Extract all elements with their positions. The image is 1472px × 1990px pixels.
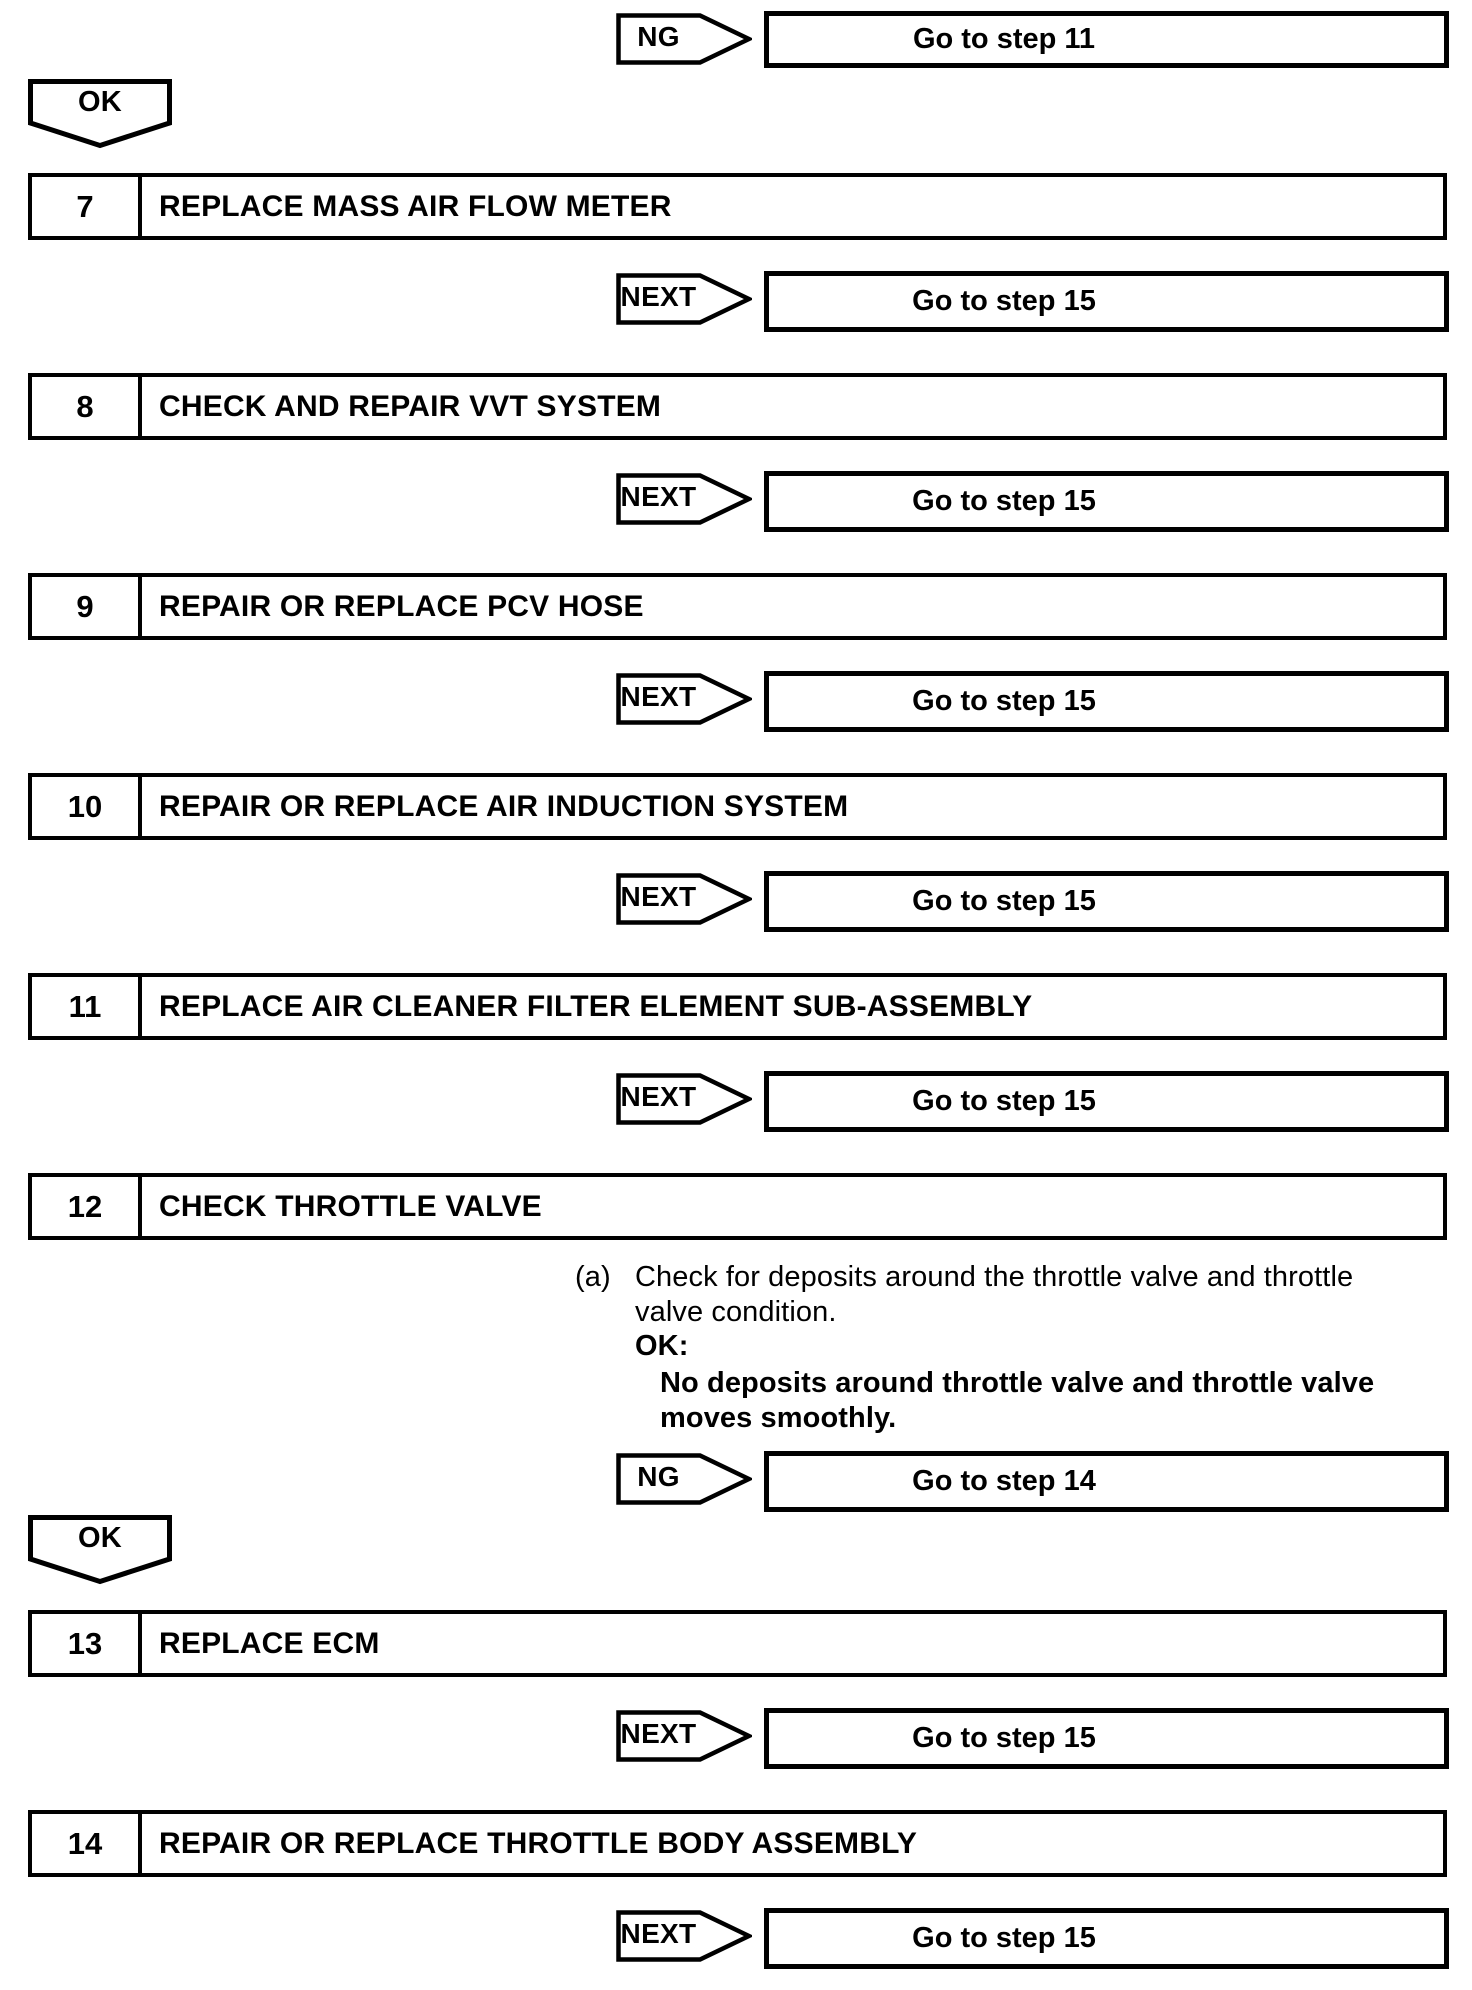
step-number: 12: [32, 1177, 142, 1236]
step-row: 10 REPAIR OR REPLACE AIR INDUCTION SYSTE…: [28, 773, 1447, 840]
goto-step-box: Go to step 14: [764, 1451, 1449, 1512]
next-arrow-pentagon-icon: [616, 1073, 752, 1125]
step-title: REPAIR OR REPLACE AIR INDUCTION SYSTEM: [159, 789, 849, 823]
step-row: 13 REPLACE ECM: [28, 1610, 1447, 1677]
step-row: 14 REPAIR OR REPLACE THROTTLE BODY ASSEM…: [28, 1810, 1447, 1877]
step-title: CHECK AND REPAIR VVT SYSTEM: [159, 389, 662, 423]
step-row: 7 REPLACE MASS AIR FLOW METER: [28, 173, 1447, 240]
goto-step-box: Go to step 15: [764, 471, 1449, 532]
next-connector-label: NEXT: [620, 1081, 697, 1112]
step-row: 8 CHECK AND REPAIR VVT SYSTEM: [28, 373, 1447, 440]
goto-step-box: Go to step 11: [764, 11, 1449, 68]
step-number: 8: [32, 377, 142, 436]
step-row: 12 CHECK THROTTLE VALVE: [28, 1173, 1447, 1240]
branch-row-next: NEXT Go to step 15: [616, 1908, 1449, 1969]
goto-step-box: Go to step 15: [764, 1908, 1449, 1969]
step-number: 9: [32, 577, 142, 636]
next-arrow-pentagon-icon: [616, 1710, 752, 1762]
next-arrow-pentagon-icon: [616, 273, 752, 325]
branch-row-next: NEXT Go to step 15: [616, 471, 1449, 532]
step-title: REPAIR OR REPLACE THROTTLE BODY ASSEMBLY: [159, 1826, 918, 1860]
branch-row-next: NEXT Go to step 15: [616, 671, 1449, 732]
next-connector-label: NEXT: [620, 881, 697, 912]
next-arrow-pentagon-icon: [616, 1910, 752, 1962]
ng-arrow-pentagon-icon: [616, 1453, 752, 1505]
branch-row-ng-top: NG Go to step 11: [616, 11, 1449, 68]
ok-down-pentagon-icon: [28, 79, 172, 149]
step-title: REPLACE MASS AIR FLOW METER: [159, 189, 672, 223]
next-arrow-pentagon-icon: [616, 873, 752, 925]
step-row: 11 REPLACE AIR CLEANER FILTER ELEMENT SU…: [28, 973, 1447, 1040]
next-connector-label: NEXT: [620, 1718, 697, 1749]
detail-ok-heading: OK:: [635, 1330, 689, 1362]
ok-connector-label: OK: [77, 1521, 123, 1554]
branch-row-next: NEXT Go to step 15: [616, 271, 1449, 332]
detail-item-label: (a): [575, 1261, 611, 1293]
step-title: CHECK THROTTLE VALVE: [159, 1189, 542, 1223]
detail-line: Check for deposits around the throttle v…: [635, 1261, 1354, 1293]
step-row: 9 REPAIR OR REPLACE PCV HOSE: [28, 573, 1447, 640]
goto-step-box: Go to step 15: [764, 671, 1449, 732]
next-arrow-pentagon-icon: [616, 673, 752, 725]
goto-step-box: Go to step 15: [764, 1071, 1449, 1132]
ok-connector: OK: [28, 1515, 172, 1585]
ng-connector-label: NG: [637, 1461, 680, 1492]
detail-line: valve condition.: [635, 1296, 837, 1328]
step-title: REPAIR OR REPLACE PCV HOSE: [159, 589, 644, 623]
next-connector-label: NEXT: [620, 481, 697, 512]
next-connector-label: NEXT: [620, 681, 697, 712]
next-arrow-pentagon-icon: [616, 473, 752, 525]
goto-step-box: Go to step 15: [764, 1708, 1449, 1769]
ng-arrow-pentagon-icon: [616, 13, 752, 65]
step-number: 11: [32, 977, 142, 1036]
step-number: 14: [32, 1814, 142, 1873]
ok-down-pentagon-icon: [28, 1515, 172, 1585]
goto-step-box: Go to step 15: [764, 871, 1449, 932]
step-number: 7: [32, 177, 142, 236]
branch-row-ng: NG Go to step 14: [616, 1451, 1449, 1512]
step-title: REPLACE ECM: [159, 1626, 380, 1660]
step-number: 13: [32, 1614, 142, 1673]
branch-row-next: NEXT Go to step 15: [616, 1708, 1449, 1769]
detail-spec-line: No deposits around throttle valve and th…: [660, 1367, 1375, 1399]
branch-row-next: NEXT Go to step 15: [616, 1071, 1449, 1132]
next-connector-label: NEXT: [620, 1918, 697, 1949]
detail-spec-line: moves smoothly.: [660, 1402, 897, 1434]
step-number: 10: [32, 777, 142, 836]
step-title: REPLACE AIR CLEANER FILTER ELEMENT SUB-A…: [159, 989, 1033, 1023]
branch-row-next: NEXT Go to step 15: [616, 871, 1449, 932]
next-connector-label: NEXT: [620, 281, 697, 312]
ng-connector-label: NG: [637, 21, 680, 52]
ok-connector: OK: [28, 79, 172, 149]
goto-step-box: Go to step 15: [764, 271, 1449, 332]
ok-connector-label: OK: [77, 85, 123, 118]
